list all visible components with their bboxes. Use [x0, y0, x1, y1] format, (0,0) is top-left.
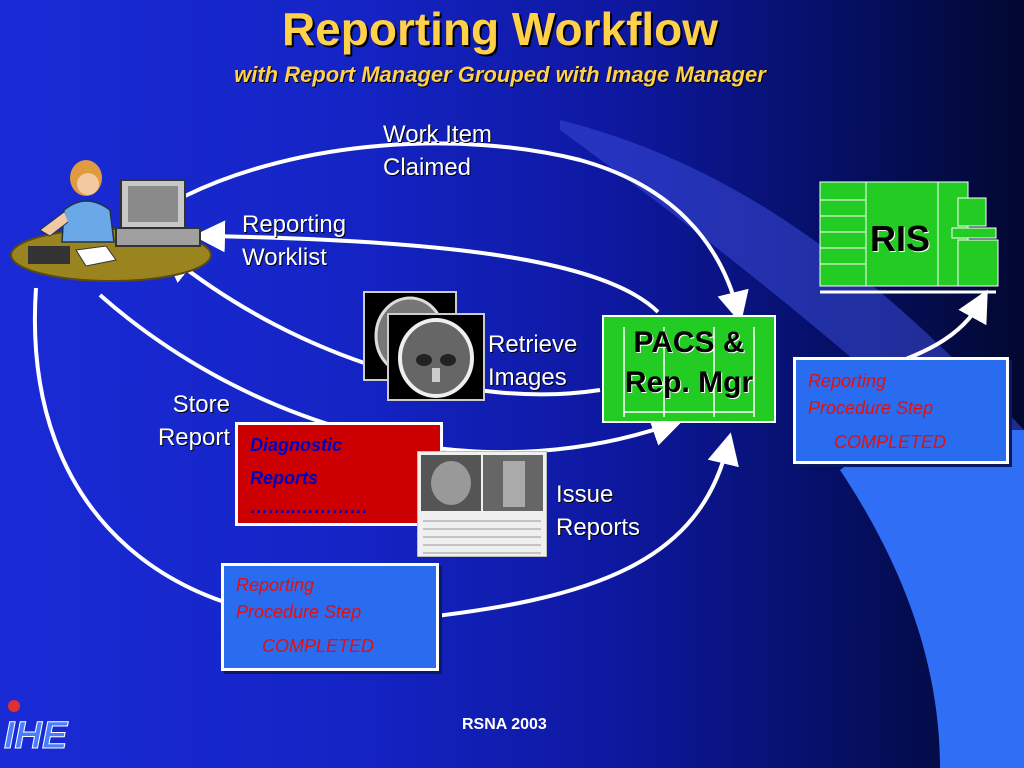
diagnostic-reports-line3: ……..………… — [250, 497, 369, 517]
rps-completed-box-right: Reporting Procedure Step COMPLETED — [793, 357, 1009, 464]
ct-image-icon — [363, 291, 485, 401]
report-document-icon — [417, 451, 547, 557]
diagnostic-reports-box: Diagnostic Reports ……..………… — [235, 422, 443, 526]
radiologist-workstation-icon — [10, 160, 212, 282]
pacs-report-manager-node: PACS & Rep. Mgr — [602, 315, 776, 423]
page-subtitle: with Report Manager Grouped with Image M… — [234, 62, 766, 87]
arrow-work-item-claimed — [184, 141, 749, 324]
page-title: Reporting Workflow — [281, 3, 719, 55]
rps-bottom-line2: Procedure Step — [236, 602, 362, 622]
diagnostic-reports-line1: Diagnostic — [250, 435, 343, 455]
ris-node: RIS — [818, 180, 1008, 300]
pacs-label-line1: PACS & — [633, 326, 745, 359]
footer-rsna: RSNA 2003 — [462, 716, 547, 733]
ris-label: RIS — [870, 218, 931, 259]
ihe-logo-icon: IHE — [4, 700, 70, 754]
ihe-logo-text: IHE — [4, 715, 69, 754]
diagnostic-reports-line2: Reports — [250, 468, 319, 488]
server-rack-icon — [819, 181, 999, 294]
pacs-label-line2: Rep. Mgr — [624, 366, 754, 399]
rps-bottom-line1: Reporting — [236, 575, 315, 595]
rps-bottom-status: COMPLETED — [262, 636, 375, 656]
rps-completed-box-bottom: Reporting Procedure Step COMPLETED — [221, 563, 439, 671]
arrow-reporting-worklist — [193, 220, 660, 314]
ihe-logo: IHE — [2, 698, 72, 754]
server-rack-icon — [623, 327, 755, 417]
rps-right-line1: Reporting — [808, 371, 887, 391]
rps-right-status: COMPLETED — [834, 432, 947, 452]
rps-right-line2: Procedure Step — [808, 398, 934, 418]
